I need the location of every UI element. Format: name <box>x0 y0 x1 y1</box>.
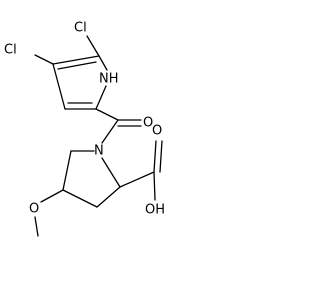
bond-n-ca <box>101 157 121 188</box>
atom-labels: Cl Cl NH O N O OH O <box>4 21 165 218</box>
bond-cooh-o <box>153 140 157 173</box>
atom-oh: OH <box>145 203 165 218</box>
bond-ca-cooh <box>119 171 155 188</box>
bond-ca-cb <box>96 186 121 208</box>
bond-cg-cd <box>62 150 72 191</box>
atom-o-methoxy: O <box>29 202 39 217</box>
bond-c4-c5 <box>52 55 100 65</box>
bond-cb-cg <box>62 189 98 208</box>
bond-cl-top <box>86 35 100 57</box>
bond-n-c2 <box>95 85 107 110</box>
atom-cl-top: Cl <box>74 21 87 36</box>
bond-c3-c4 <box>52 63 66 110</box>
bond-cooh-oh <box>153 171 156 201</box>
bond-c4-c5-double <box>57 61 97 70</box>
bond-cg-o <box>40 189 64 203</box>
bond-carbonyl-n <box>101 119 119 144</box>
bond-cooh-o-double <box>159 140 163 173</box>
bond-o-ch3 <box>34 216 39 237</box>
atom-o-ketone: O <box>143 116 153 131</box>
molecule-structure: Cl Cl NH O N O OH O <box>4 21 165 237</box>
atom-cl-left: Cl <box>4 43 17 58</box>
atom-n-ring: N <box>94 144 104 159</box>
bonds <box>34 35 163 237</box>
bond-c5-n <box>98 55 108 71</box>
bond-cl-left <box>34 54 54 65</box>
atom-o-acid: O <box>152 124 162 139</box>
bond-c2-carbonyl <box>95 108 119 121</box>
atom-nh: NH <box>99 72 119 87</box>
